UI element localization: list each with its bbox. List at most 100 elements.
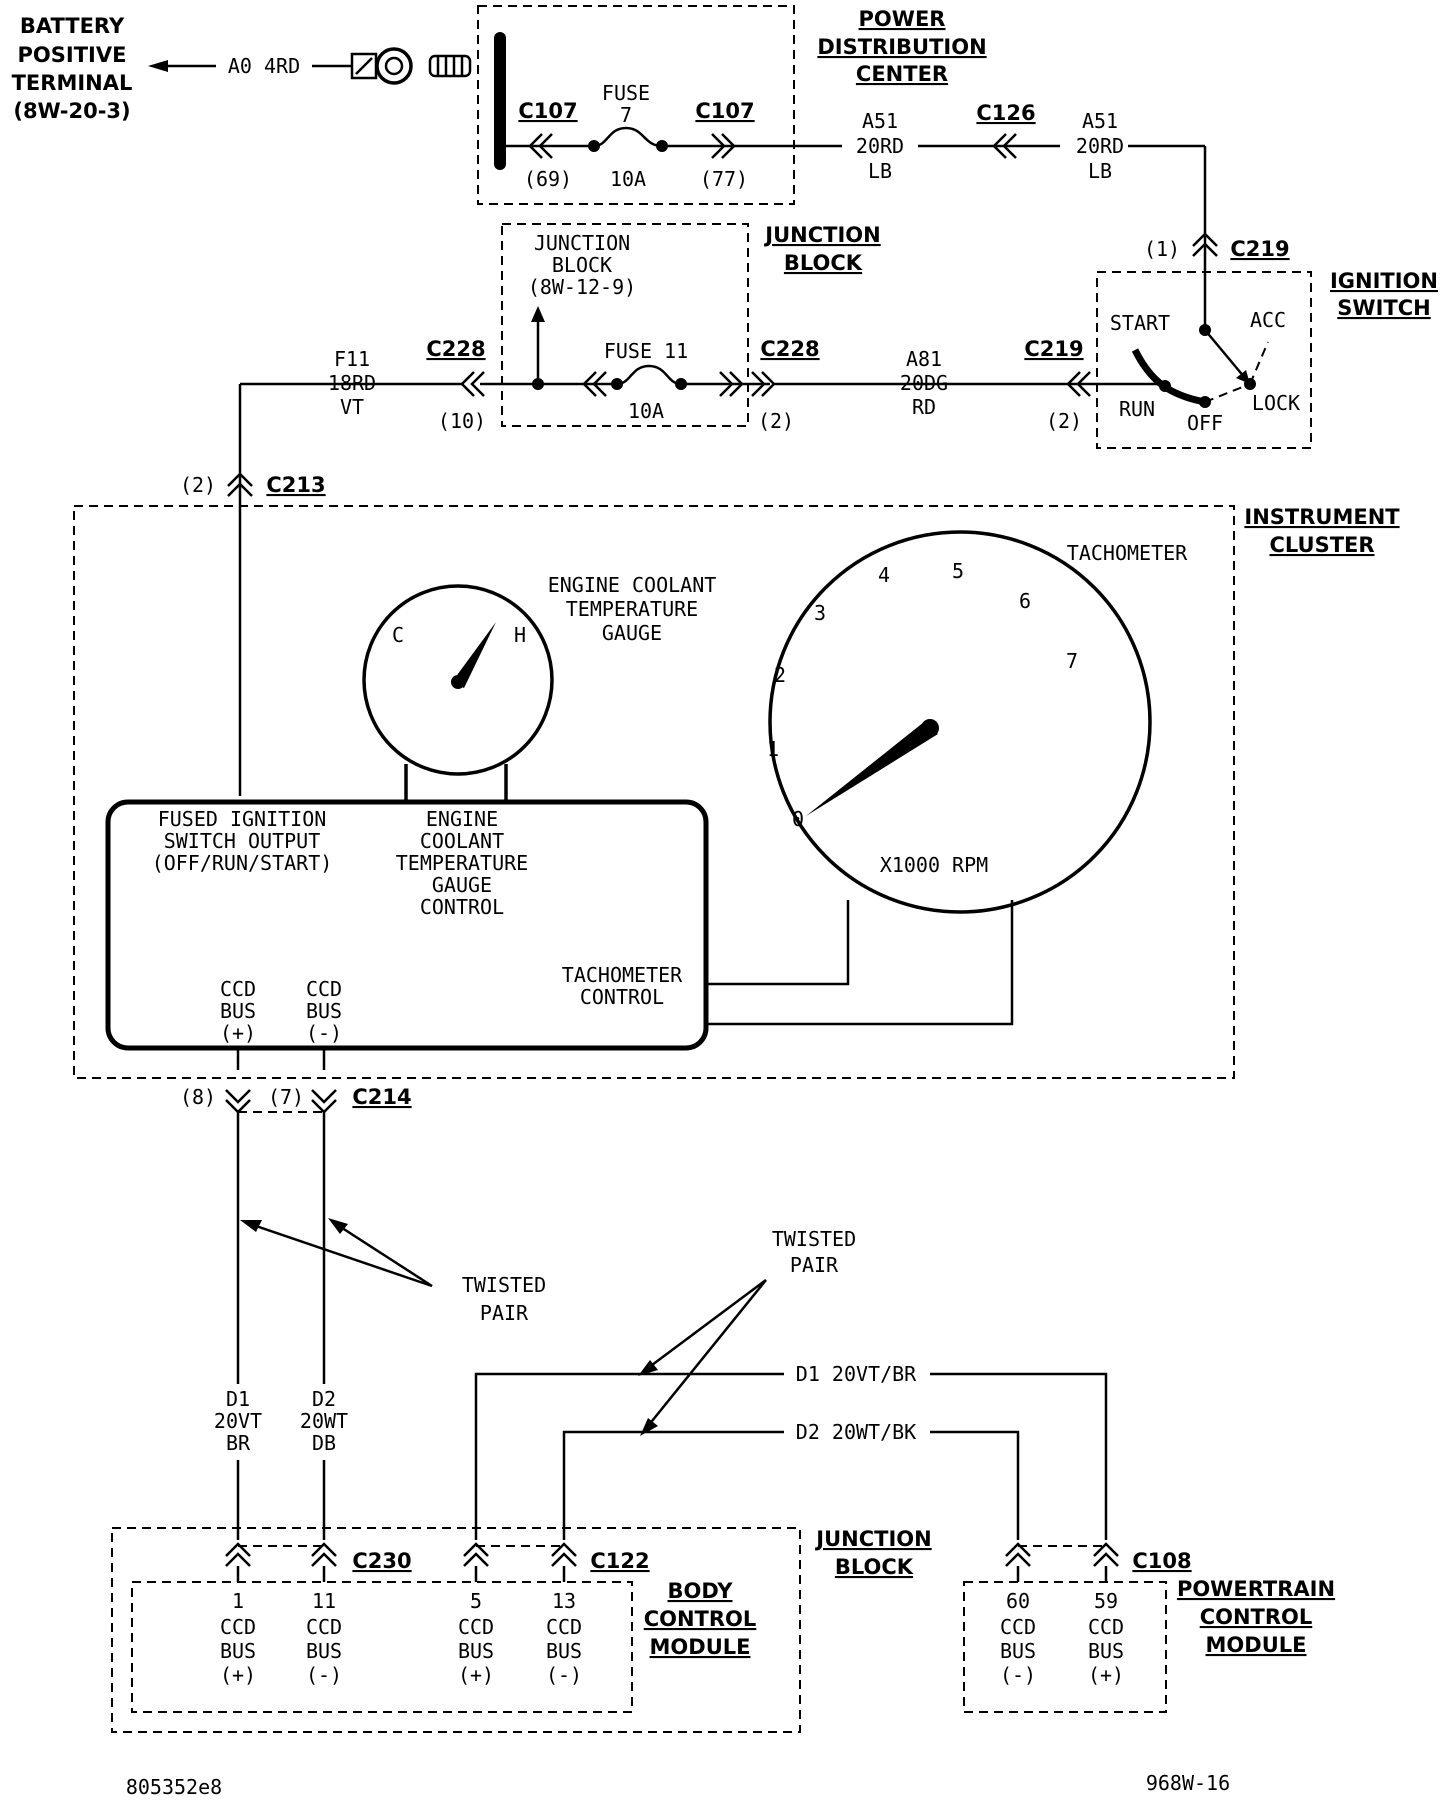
tach-tick-6: 6 <box>1019 589 1031 613</box>
svg-text:20VT: 20VT <box>214 1409 262 1433</box>
connector-c213: (2) C213 <box>180 472 326 497</box>
svg-text:JUNCTION: JUNCTION <box>763 223 880 247</box>
gauge-h: H <box>514 623 526 647</box>
jb-top-box <box>501 223 749 427</box>
pdc-pin-right: (77) <box>700 167 748 191</box>
svg-text:(OFF/RUN/START): (OFF/RUN/START) <box>152 851 333 875</box>
svg-text:CONTROL: CONTROL <box>420 895 504 919</box>
svg-text:CONTROL: CONTROL <box>644 1607 757 1631</box>
pdc-fuse-circuit <box>506 126 782 159</box>
circuit-a0-label: A0 4RD <box>228 54 300 78</box>
svg-text:ACC: ACC <box>1250 308 1286 332</box>
jb-top-circuit: FUSE 11 10A <box>460 306 776 423</box>
gauge-title-2: TEMPERATURE <box>566 597 698 621</box>
bcm-pin-5: 5 CCD BUS (+) <box>458 1589 494 1687</box>
svg-text:BATTERY: BATTERY <box>20 14 125 38</box>
tach-control-label: TACHOMETER CONTROL <box>562 900 1014 1026</box>
pdc-box <box>477 5 795 205</box>
svg-text:C213: C213 <box>266 473 325 497</box>
connector-c108: C108 <box>1005 1542 1192 1582</box>
svg-text:FUSED IGNITION: FUSED IGNITION <box>158 807 327 831</box>
pcm-box <box>963 1581 1167 1713</box>
svg-text:POWERTRAIN: POWERTRAIN <box>1177 1577 1335 1601</box>
svg-text:(8W-12-9): (8W-12-9) <box>528 275 636 299</box>
connector-c122: C122 <box>463 1542 650 1582</box>
svg-text:C108: C108 <box>1132 1549 1191 1573</box>
svg-text:CLUSTER: CLUSTER <box>1269 533 1374 557</box>
fused-ignition-label: FUSED IGNITION SWITCH OUTPUT (OFF/RUN/ST… <box>152 807 333 875</box>
ignition-switch-contacts: START ACC RUN OFF LOCK <box>1110 308 1300 435</box>
svg-text:BODY: BODY <box>668 1579 734 1603</box>
svg-text:(-): (-) <box>546 1663 582 1687</box>
ignition-switch-box <box>1096 271 1312 449</box>
svg-text:CCD: CCD <box>220 1615 256 1639</box>
connector-c230: C230 <box>225 1542 412 1582</box>
battery-label: BATTERY POSITIVE TERMINAL (8W-20-3) <box>12 14 133 123</box>
svg-text:BUS: BUS <box>546 1639 582 1663</box>
svg-text:C214: C214 <box>352 1085 411 1109</box>
bolt-icon <box>428 54 472 78</box>
ectg-control-label: ENGINE COOLANT TEMPERATURE GAUGE CONTROL <box>396 807 528 919</box>
svg-text:VT: VT <box>340 395 364 419</box>
wire-d1-left: D1 20VT BR <box>214 1112 262 1540</box>
svg-text:TACHOMETER: TACHOMETER <box>562 963 683 987</box>
svg-text:CCD: CCD <box>306 1615 342 1639</box>
svg-text:START: START <box>1110 311 1170 335</box>
pdc-title: POWER DISTRIBUTION CENTER <box>817 7 986 86</box>
cluster-title: INSTRUMENT CLUSTER <box>1244 505 1400 557</box>
svg-text:D2: D2 <box>312 1387 336 1411</box>
svg-text:D2 20WT/BK: D2 20WT/BK <box>796 1420 916 1444</box>
tach-tick-5: 5 <box>952 559 964 583</box>
svg-text:CCD: CCD <box>458 1615 494 1639</box>
svg-text:(8): (8) <box>180 1085 216 1109</box>
tach-unit: X1000 RPM <box>880 853 988 877</box>
svg-text:IGNITION: IGNITION <box>1330 269 1438 293</box>
jb-top-inner-label: JUNCTION BLOCK (8W-12-9) <box>528 231 636 299</box>
jb-bottom-box <box>111 1527 801 1733</box>
ring-terminal-icon <box>350 47 413 85</box>
pcm-pin-59: 59 CCD BUS (+) <box>1088 1589 1124 1687</box>
svg-text:A81: A81 <box>906 347 942 371</box>
svg-text:INSTRUMENT: INSTRUMENT <box>1244 505 1400 529</box>
svg-text:A51: A51 <box>1082 109 1118 133</box>
wire-a51-pdc: A51 20RD LB <box>782 109 1060 183</box>
gauge-title-1: ENGINE COOLANT <box>548 573 717 597</box>
svg-text:BR: BR <box>226 1431 251 1455</box>
connector-c214: (8) (7) C214 <box>180 1048 412 1114</box>
svg-text:C126: C126 <box>976 101 1035 125</box>
bcm-pin-13: 13 CCD BUS (-) <box>546 1589 582 1687</box>
svg-text:BLOCK: BLOCK <box>835 1555 914 1579</box>
svg-text:C219: C219 <box>1024 337 1083 361</box>
svg-text:13: 13 <box>552 1589 576 1613</box>
twisted-pair-left-callout: TWISTED PAIR <box>240 1218 546 1325</box>
svg-text:FUSE 11: FUSE 11 <box>604 339 688 363</box>
svg-text:COOLANT: COOLANT <box>420 829 504 853</box>
pdc-pin-left: (69) <box>524 167 572 191</box>
pdc-fuse-label: FUSE <box>602 81 650 105</box>
bcm-pin-11: 11 CCD BUS (-) <box>306 1589 342 1687</box>
svg-text:ENGINE: ENGINE <box>426 807 498 831</box>
bcm-pin-1: 1 CCD BUS (+) <box>220 1589 256 1687</box>
svg-text:TWISTED: TWISTED <box>772 1227 856 1251</box>
svg-text:DISTRIBUTION: DISTRIBUTION <box>817 35 986 59</box>
svg-text:TEMPERATURE: TEMPERATURE <box>396 851 528 875</box>
wire-d2-right: D2 20WT/BK <box>562 1420 1020 1540</box>
svg-text:PAIR: PAIR <box>480 1301 529 1325</box>
footer-right-id: 968W-16 <box>1146 1771 1230 1795</box>
bcm-title: BODY CONTROL MODULE <box>644 1579 757 1659</box>
svg-text:D1: D1 <box>226 1387 250 1411</box>
svg-text:20DG: 20DG <box>900 371 948 395</box>
svg-text:LOCK: LOCK <box>1252 391 1300 415</box>
wire-a81: A81 20DG RD <box>774 347 1165 419</box>
wire-d1-right: D1 20VT/BR <box>474 1362 1108 1540</box>
tach-tick-3: 3 <box>814 601 826 625</box>
pdc-conn-right: C107 <box>695 99 754 123</box>
svg-text:20RD: 20RD <box>1076 134 1124 158</box>
conn-c228-left: C228 <box>426 337 485 361</box>
svg-text:(+): (+) <box>220 1021 256 1045</box>
svg-text:11: 11 <box>312 1589 336 1613</box>
svg-text:C122: C122 <box>590 1549 649 1573</box>
svg-text:CCD: CCD <box>220 977 256 1001</box>
svg-text:C219: C219 <box>1230 237 1289 261</box>
pdc-fuse-num: 7 <box>620 103 632 127</box>
